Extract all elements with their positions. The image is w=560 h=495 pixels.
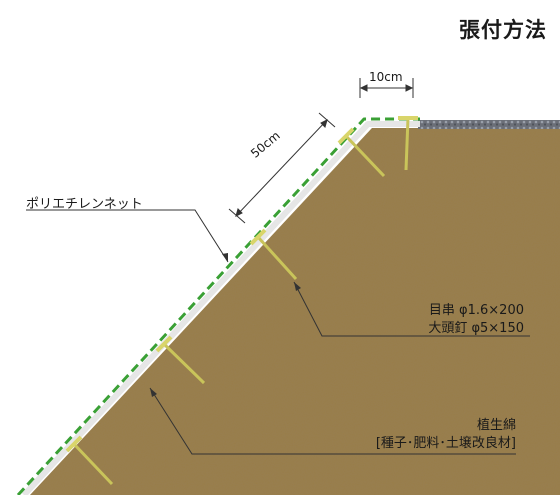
net-leader-arrow bbox=[222, 253, 228, 262]
pin-label-line1: 目串 φ1.6×200 bbox=[428, 303, 524, 318]
page-title: 張付方法 bbox=[459, 18, 547, 42]
net-leader bbox=[26, 209, 229, 263]
seed-mat-label-line1: 植生綿 bbox=[476, 418, 516, 433]
seed-mat-label-line2: [種子･肥料･土壌改良材] bbox=[375, 436, 516, 451]
pin-2 bbox=[337, 127, 386, 178]
seed-leader bbox=[149, 387, 516, 455]
pin-label-line2: 大頭釘 φ5×150 bbox=[428, 321, 524, 336]
top-surface bbox=[418, 120, 560, 129]
pin-leader bbox=[293, 281, 530, 337]
seed-leader-arrow bbox=[150, 388, 157, 397]
seed-mat bbox=[21, 121, 420, 495]
pin-3 bbox=[249, 228, 298, 281]
soil-body bbox=[30, 128, 560, 495]
dimension-50cm bbox=[228, 112, 336, 224]
pin-1 bbox=[398, 116, 418, 171]
dimension-small-label: 10cm bbox=[369, 70, 403, 84]
pin-4 bbox=[155, 335, 206, 385]
pin-leader-arrow bbox=[294, 282, 301, 291]
pin-5 bbox=[65, 435, 114, 486]
net-label: ポリエチレンネット bbox=[26, 197, 143, 212]
dimension-10cm bbox=[359, 78, 414, 98]
